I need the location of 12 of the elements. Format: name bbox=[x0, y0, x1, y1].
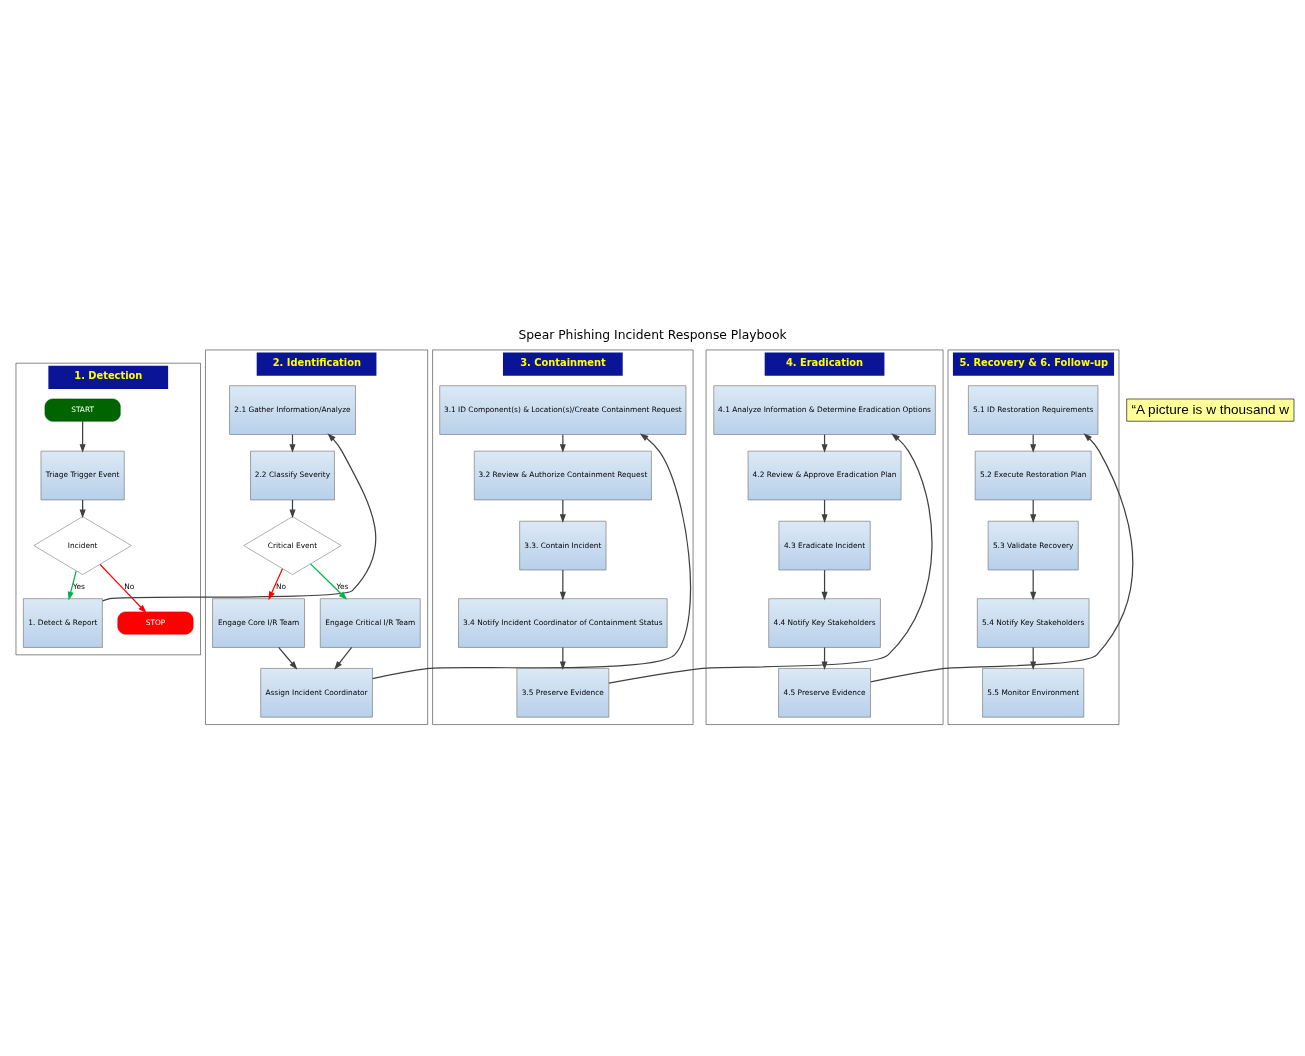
arrow bbox=[67, 570, 77, 601]
arrow bbox=[79, 420, 86, 453]
arrow bbox=[821, 569, 828, 601]
label: “A picture is w thousand w bbox=[1131, 401, 1290, 417]
arrow bbox=[99, 563, 147, 614]
arrow bbox=[278, 646, 298, 670]
diagram-title: Spear Phishing Incident Response Playbook bbox=[518, 327, 787, 342]
arrow bbox=[1030, 569, 1037, 601]
arrow bbox=[268, 568, 284, 601]
arrow bbox=[334, 646, 353, 670]
arrow bbox=[559, 569, 566, 601]
arrow bbox=[309, 563, 348, 600]
